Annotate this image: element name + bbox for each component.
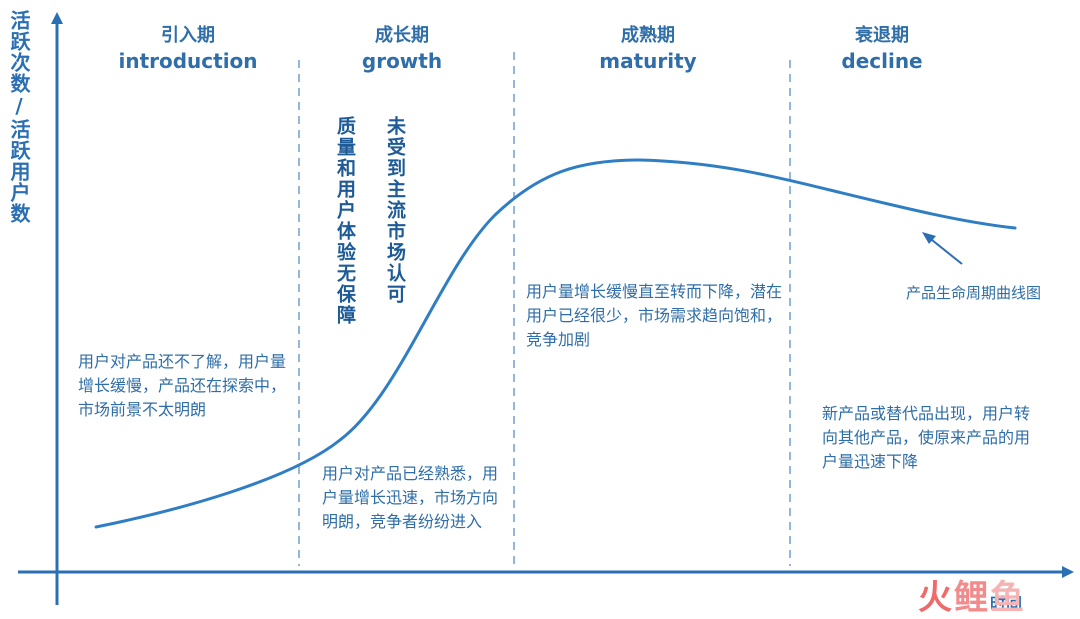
phase-en-growth: growth — [361, 49, 443, 73]
phase-zh-maturity: 成熟期 — [621, 25, 675, 46]
y-axis-label: 活跃次数/活跃用户数 — [7, 10, 31, 224]
x-axis-label: 时间 — [990, 594, 1023, 613]
phase-en-maturity: maturity — [599, 49, 697, 73]
phase-en-introduction: introduction — [118, 49, 258, 73]
desc-introduction: 用户对产品还不了解，用户量增长缓慢，产品还在探索中，市场前景不太明朗 — [78, 352, 287, 419]
desc-maturity: 用户量增长缓慢直至转而下降，潜在用户已经很少，市场需求趋向饱和，竞争加剧 — [526, 282, 783, 349]
curve-pointer-arrow — [926, 235, 963, 265]
phase-title-decline: 衰退期 decline — [772, 24, 992, 74]
curve-pointer-arrowhead — [922, 232, 936, 244]
phase-zh-introduction: 引入期 — [161, 25, 215, 46]
desc-growth: 用户对产品已经熟悉，用户量增长迅速，市场方向明朗，竞争者纷纷进入 — [322, 464, 499, 531]
desc-decline: 新产品或替代品出现，用户转向其他产品，使原来产品的用户量迅速下降 — [822, 404, 1031, 471]
curve-note: 产品生命周期曲线图 — [906, 284, 1042, 302]
phase-title-growth: 成长期 growth — [292, 24, 512, 74]
watermark-logo: 火鲤鱼 — [918, 578, 1026, 618]
lifecycle-curve — [94, 158, 1017, 529]
phase-en-decline: decline — [841, 49, 923, 73]
phase-zh-decline: 衰退期 — [855, 25, 909, 46]
growth-note-quality: 质量和用户体验无保障 — [334, 116, 356, 326]
phase-title-maturity: 成熟期 maturity — [538, 24, 758, 74]
phase-zh-growth: 成长期 — [375, 25, 429, 46]
growth-note-market: 未受到主流市场认可 — [384, 116, 406, 305]
phase-title-introduction: 引入期 introduction — [78, 24, 298, 74]
